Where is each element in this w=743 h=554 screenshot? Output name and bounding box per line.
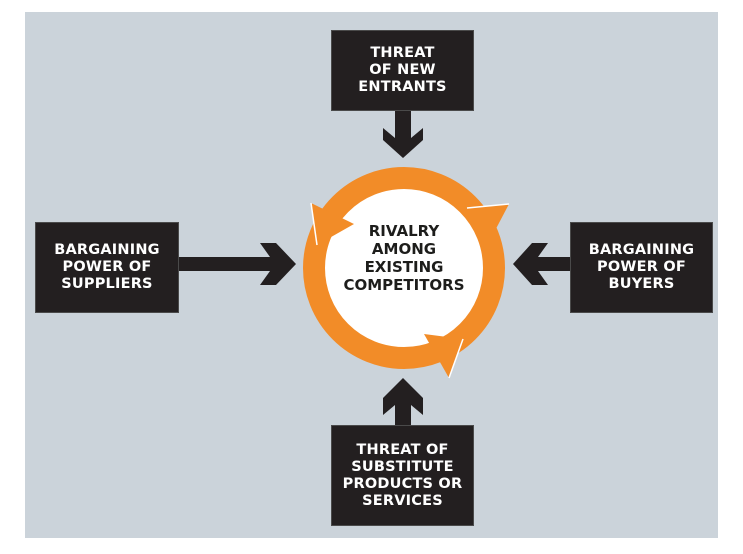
force-box-threat-of-new-entrants: THREAT OF NEW ENTRANTS <box>331 30 474 111</box>
force-box-threat-of-substitutes: THREAT OF SUBSTITUTE PRODUCTS OR SERVICE… <box>331 425 474 526</box>
force-label-line: THREAT OF <box>356 441 449 458</box>
force-box-supplier-power: BARGAINING POWER OF SUPPLIERS <box>35 222 179 313</box>
arrow-down-from-new-entrants <box>383 110 423 158</box>
force-label-line: SUBSTITUTE <box>351 458 454 475</box>
arrow-up-from-substitutes <box>383 378 423 426</box>
rivalry-cycle-ring <box>303 167 505 369</box>
force-label-line: SUPPLIERS <box>61 276 153 292</box>
center-force-rivalry: RIVALRY AMONG EXISTING COMPETITORS <box>323 222 485 294</box>
center-label-line: COMPETITORS <box>343 276 465 294</box>
force-label-line: BUYERS <box>608 276 675 292</box>
force-label-line: POWER OF <box>597 259 686 275</box>
force-label-line: POWER OF <box>62 259 152 275</box>
cycle-arrowhead-top-left <box>310 202 354 246</box>
center-label-line: EXISTING <box>364 258 444 276</box>
force-label-line: OF NEW <box>369 62 436 78</box>
force-label-line: SERVICES <box>362 492 443 509</box>
rivalry-circle-fill <box>314 178 494 358</box>
force-box-buyer-power: BARGAINING POWER OF BUYERS <box>570 222 713 313</box>
force-label-line: PRODUCTS OR <box>342 475 463 492</box>
center-label-line: RIVALRY <box>368 222 440 240</box>
arrow-right-from-suppliers <box>178 243 296 285</box>
arrow-left-from-buyers <box>513 243 570 285</box>
center-label-line: AMONG <box>371 240 437 258</box>
cycle-arrowhead-top-right <box>466 203 510 242</box>
force-label-line: THREAT <box>370 45 435 61</box>
cycle-arrowhead-bottom-right <box>424 334 464 379</box>
force-label-line: BARGAINING <box>54 242 160 258</box>
force-label-line: BARGAINING <box>588 242 695 258</box>
force-label-line: ENTRANTS <box>358 79 447 95</box>
